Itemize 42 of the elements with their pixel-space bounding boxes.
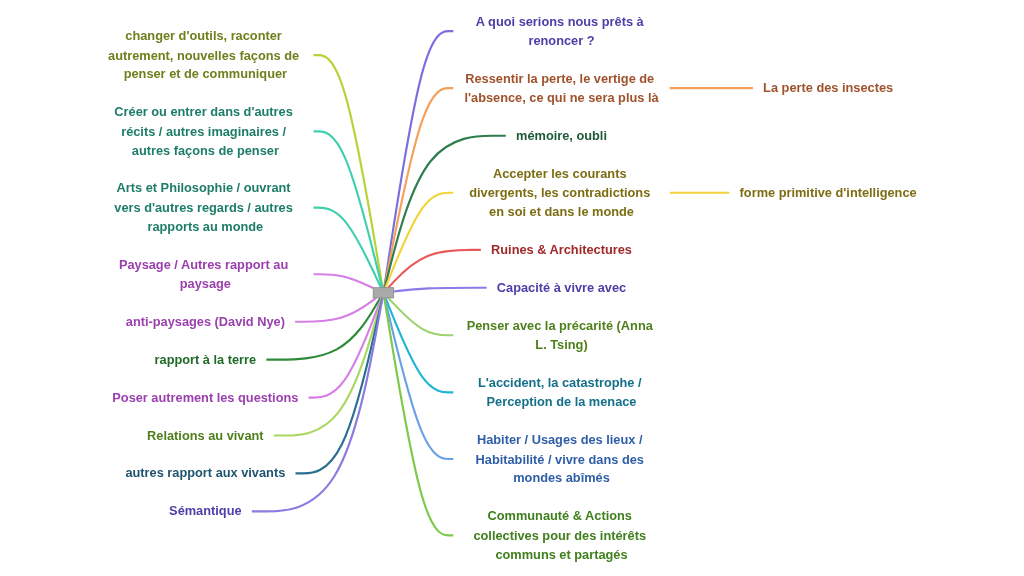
branch-line	[313, 54, 384, 288]
topic-label: Arts et Philosophie / ouvrant vers d'autres regards / autres rapports au monde	[114, 180, 293, 234]
topic-label: Capacité à vivre avec	[496, 279, 627, 295]
branch-line	[266, 297, 382, 361]
branch-line	[313, 273, 374, 290]
branch-line	[669, 87, 753, 90]
topic-label: Créer ou entrer dans d'autres récits / autres imaginaires / autres façons de penser	[114, 104, 293, 158]
topic-label: autres rapport aux vivants	[125, 465, 286, 481]
branch-line	[387, 248, 481, 289]
topic-label: Poser autrement les questions	[112, 389, 299, 405]
topic-label: mémoire, oubli	[516, 127, 607, 143]
topic-label: Ruines & Architectures	[491, 242, 632, 257]
topic-label: Communauté & Actions collectives pour des intérêts communs et partagés	[473, 508, 647, 562]
branch-line	[251, 297, 384, 513]
topic-label: Penser avec la précarité (Anna L. Tsing)	[466, 317, 653, 352]
branch-line	[313, 130, 384, 288]
topic-label: Paysage / Autres rapport au paysage	[118, 256, 289, 291]
branch-line	[295, 297, 377, 323]
branch-line	[669, 191, 730, 194]
branch-line	[313, 206, 382, 289]
branch-line	[383, 30, 454, 288]
branch-line	[308, 297, 383, 399]
branch-line	[387, 297, 454, 337]
topic-label: forme primitive d'intelligence	[739, 184, 917, 200]
topic-label: Relations au vivant	[147, 427, 264, 443]
topic-label: A quoi serions nous prêts à renoncer ?	[475, 13, 644, 48]
central-box	[372, 287, 395, 299]
topic-label: La perte des insectes	[763, 80, 894, 95]
branch-line	[384, 297, 454, 394]
topic-label: Habiter / Usages des lieux / Habitabilité / vivre dans des mondes abîmés	[475, 432, 644, 485]
topic-label: L'accident, la catastrophe / Perception de la menace	[477, 374, 642, 409]
topic-label: Ressentir la perte, le vertige de l'absence, ce qui ne sera plus là	[464, 70, 659, 105]
branch-line	[393, 286, 487, 293]
topic-label: Sémantique	[169, 503, 242, 518]
branch-line	[383, 297, 454, 537]
topic-label: anti-paysages (David Nye)	[125, 313, 285, 329]
topic-label: changer d'outils, raconter autrement, nouvelles façons de penser et de communiquer	[108, 28, 300, 81]
topic-label: rapport à la terre	[154, 351, 257, 367]
branch-line	[383, 134, 506, 288]
branch-line	[384, 191, 454, 289]
branch-line	[273, 297, 384, 437]
topic-label: Accepter les courants divergents, les contradictions en soi et dans le monde	[469, 165, 651, 219]
